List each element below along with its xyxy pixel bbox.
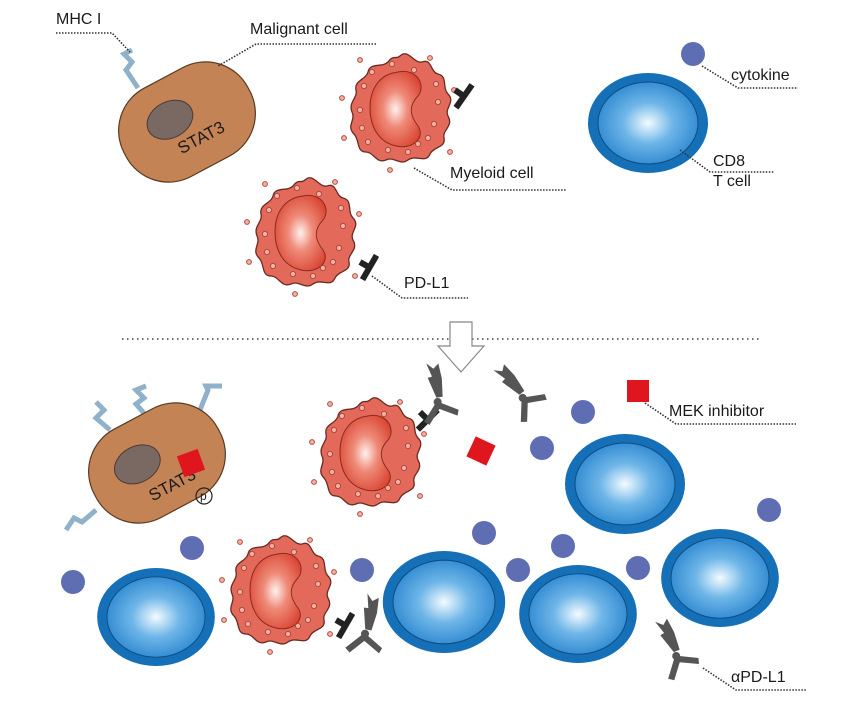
- anti-pd-l1-antibody: [492, 354, 552, 427]
- anti-pd-l1-leader-line: [702, 667, 806, 691]
- phospho-icon: p: [195, 487, 213, 505]
- t-cell: [660, 528, 780, 628]
- myeloid-cell-bottom-upper: [308, 361, 466, 518]
- cytokine: [757, 498, 781, 522]
- anti-pd-l1-label: αPD-L1: [731, 669, 786, 686]
- pd-l1-leader-line: [371, 275, 468, 299]
- mek-inhibitor-label: MEK inhibitor: [669, 403, 765, 420]
- pd-l1-receptor: [358, 253, 380, 282]
- tumor-nucleus: [146, 99, 194, 140]
- cytokine: [571, 400, 595, 424]
- cytokine: [530, 436, 554, 460]
- t-cell: [564, 433, 686, 535]
- top-panel: STAT3 MHC I Malignant cell Myeloid cell …: [56, 11, 798, 299]
- cd8-label: CD8: [713, 153, 745, 170]
- pd-l1-receptor: [453, 83, 475, 110]
- svg-text:p: p: [200, 489, 207, 503]
- t-cell: [382, 550, 506, 654]
- down-arrow-icon: [436, 321, 486, 373]
- myeloid-cell-label: Myeloid cell: [450, 165, 534, 182]
- cytokine-leader-line: [701, 65, 798, 89]
- myeloid-cell-top: [338, 53, 475, 174]
- mek-inhibitor-intracellular: [176, 448, 206, 478]
- malignant-cell-label: Malignant cell: [250, 21, 348, 38]
- mek-inhibitor: [627, 380, 649, 402]
- mhc-receptor: [119, 47, 141, 90]
- cytokine: [626, 556, 650, 580]
- myeloid-cell-bottom-lower: [218, 535, 404, 666]
- pd-l1-label: PD-L1: [404, 275, 449, 292]
- anti-pd-l1-antibody: [654, 616, 701, 682]
- mek-leader-line: [644, 402, 796, 425]
- t-cell: [518, 564, 638, 664]
- myeloid-cell-middle: [243, 177, 380, 298]
- pd-l1-receptor: [334, 611, 356, 640]
- cytokine: [551, 534, 575, 558]
- cytokine: [472, 521, 496, 545]
- cytokine: [180, 536, 204, 560]
- mhc-leader-line: [56, 32, 131, 53]
- malignant-cell-treated: STAT3 p: [63, 383, 226, 532]
- cytokine-label: cytokine: [731, 67, 790, 84]
- t-cell-label: T cell: [713, 173, 751, 190]
- t-cell: [96, 567, 216, 667]
- mhc-label: MHC I: [56, 11, 101, 28]
- bottom-panel: STAT3 p: [61, 354, 806, 691]
- cytokine: [61, 570, 85, 594]
- malignant-leader-line: [217, 43, 376, 67]
- cytokine: [681, 42, 705, 66]
- malignant-cell: STAT3: [118, 47, 256, 183]
- cytokine: [350, 558, 374, 582]
- cd8-leader-line: [679, 149, 774, 173]
- mek-inhibitor: [466, 436, 496, 466]
- cytokine: [506, 558, 530, 582]
